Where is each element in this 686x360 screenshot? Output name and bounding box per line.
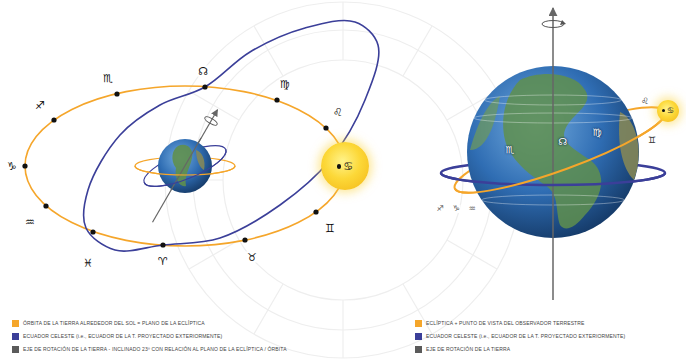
zodiac-sign: ♓: [82, 258, 94, 269]
zodiac-sign: ♏: [102, 73, 114, 84]
zodiac-dot: [202, 84, 207, 89]
wheel-spoke: [447, 240, 497, 269]
zodiac-sign: ♑: [451, 205, 460, 213]
legend-swatch: [12, 333, 19, 340]
wheel-spoke: [403, 284, 432, 334]
celestial-equator: [84, 20, 379, 251]
zodiac-sign: ♌: [640, 97, 650, 106]
wheel-ring: [223, 60, 463, 300]
legend-text: EJE DE ROTACIÓN DE LA TIERRA - INCLINADO…: [23, 347, 287, 352]
sun: ♋: [321, 142, 369, 190]
zodiac-sign: ♐: [435, 205, 444, 213]
legend-entry: ECLÍPTICA + PUNTO DE VISTA DEL OBSERVADO…: [415, 319, 585, 327]
sun: ♋: [657, 100, 679, 122]
zodiac-sign: ♍: [592, 128, 603, 138]
wheel-spoke: [254, 284, 283, 334]
wheel-ring: [193, 30, 493, 330]
zodiac-dot: [90, 229, 95, 234]
legend-swatch: [415, 333, 422, 340]
zodiac-sign: ♒: [24, 217, 36, 228]
rotation-axis: [171, 138, 201, 190]
continent: [470, 96, 500, 150]
earth-equator-ring: [139, 137, 230, 194]
zodiac-dot: [51, 117, 56, 122]
zodiac-sign: ♒: [467, 205, 476, 213]
earth-equator-ring: [144, 150, 230, 195]
zodiac-sign: ♊: [647, 136, 657, 145]
zodiac-dot: [242, 237, 247, 242]
rotation-arrow: [204, 115, 219, 126]
zodiac-dot: [43, 203, 48, 208]
zodiac-dot: [22, 163, 27, 168]
zodiac-dot: [160, 242, 165, 247]
legend-text: EJE DE ROTACIÓN DE LA TIERRA: [426, 347, 510, 352]
legend-text: ÓRBITA DE LA TIERRA ALREDEDOR DEL SOL = …: [23, 321, 205, 326]
legend-swatch: [415, 320, 422, 327]
continents: [470, 74, 639, 228]
wheel-spoke: [403, 26, 432, 76]
legend-entry: ECUADOR CELESTE (i.e., ECUADOR DE LA T. …: [12, 332, 222, 340]
legend-entry: EJE DE ROTACIÓN DE LA TIERRA: [415, 345, 510, 353]
zodiac-sign: ♍: [279, 79, 291, 90]
ecliptic-orbit: [25, 86, 345, 246]
legend-text: ECUADOR CELESTE (i.e., ECUADOR DE LA T. …: [23, 334, 222, 339]
zodiac-sign: ♋: [337, 161, 353, 172]
right-figure: [441, 8, 672, 300]
zodiac-dot: [114, 91, 119, 96]
rotation-arrowhead: [560, 20, 566, 25]
wheel-spoke: [342, 300, 343, 358]
zodiac-dot: [313, 209, 318, 214]
continent: [196, 150, 205, 170]
legend-text: ECUADOR CELESTE (i.e., ECUADOR DE LA T. …: [426, 334, 625, 339]
legend-swatch: [12, 346, 19, 353]
zodiac-sign: ☊: [197, 66, 209, 77]
zodiac-dot: [323, 125, 328, 130]
zodiac-dot: [274, 97, 279, 102]
wheel-spoke: [342, 2, 343, 60]
left-figure: [22, 20, 378, 251]
ecliptic: [455, 112, 672, 207]
zodiac-sign: ♊: [324, 223, 336, 234]
wheel-spoke: [254, 26, 283, 76]
legend-entry: ÓRBITA DE LA TIERRA ALREDEDOR DEL SOL = …: [12, 319, 205, 327]
earth-orbit-ring: [135, 166, 235, 175]
zodiac-sign: ♈: [157, 256, 169, 267]
rotation-axis: [153, 110, 218, 223]
zodiac-sign: ♏: [505, 145, 516, 155]
zodiac-sign: ♑: [6, 161, 18, 172]
legend-swatch: [12, 320, 19, 327]
zodiac-dots: [22, 84, 328, 247]
zodiac-sign: ♐: [34, 100, 46, 111]
legend-text: ECLÍPTICA + PUNTO DE VISTA DEL OBSERVADO…: [426, 321, 585, 326]
celestial-equator: [441, 173, 665, 185]
legend-swatch: [415, 346, 422, 353]
zodiac-sign: ♋: [662, 107, 674, 115]
rotation-axis: [552, 8, 554, 300]
zodiac-sign: ♉: [246, 252, 258, 263]
legend-entry: EJE DE ROTACIÓN DE LA TIERRA - INCLINADO…: [12, 345, 287, 353]
zodiac-sign: ☊: [558, 137, 569, 147]
continent: [172, 145, 192, 187]
legend-entry: ECUADOR CELESTE (i.e., ECUADOR DE LA T. …: [415, 332, 625, 340]
zodiac-sign: ♌: [332, 107, 344, 118]
